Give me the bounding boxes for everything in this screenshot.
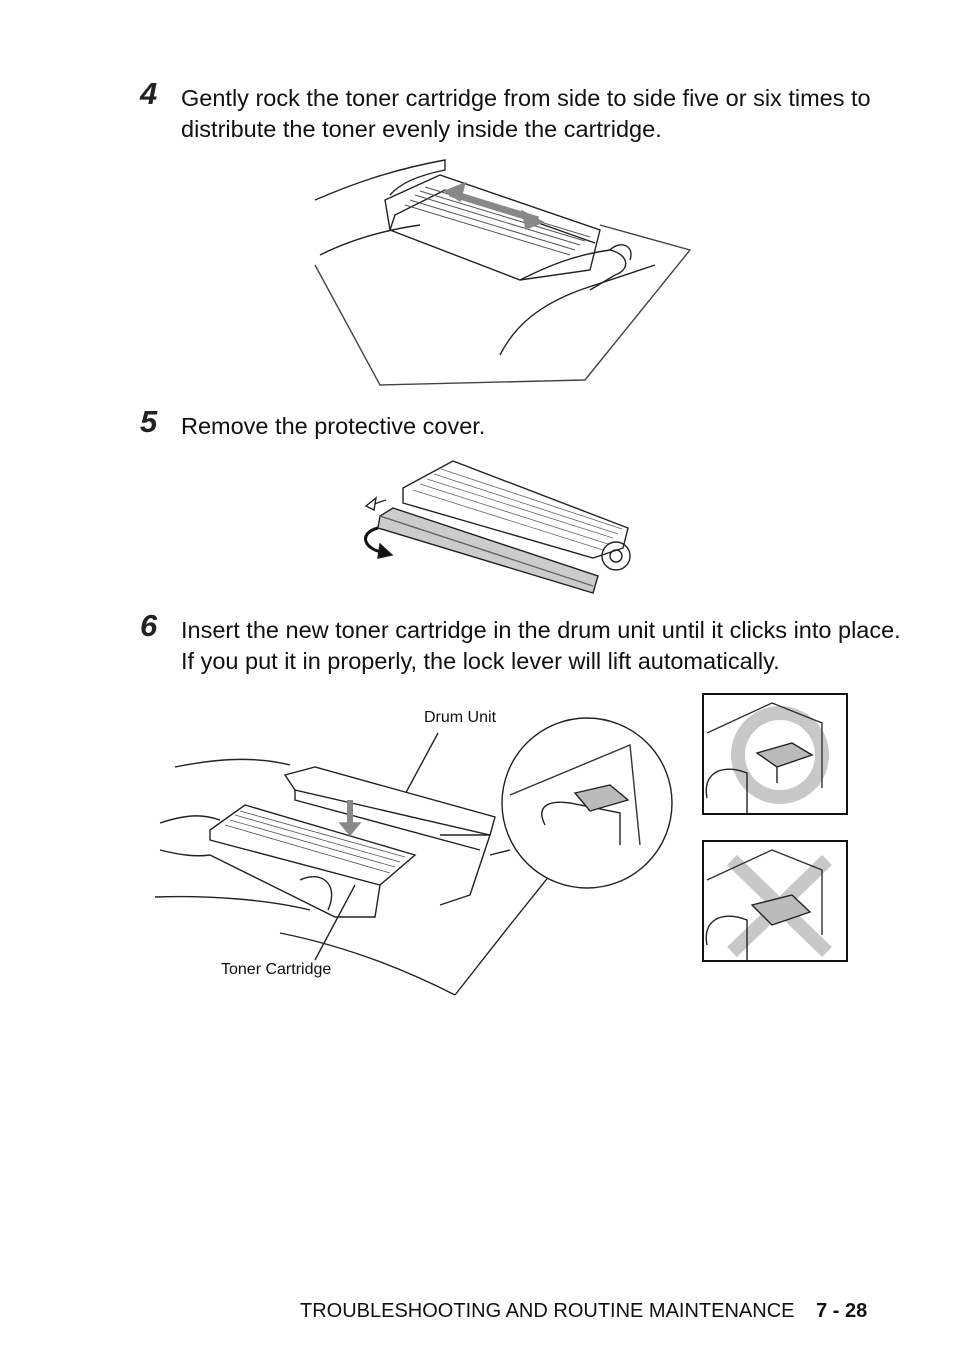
protective-cover-illustration bbox=[358, 458, 648, 598]
step-4-text: Gently rock the toner cartridge from sid… bbox=[181, 85, 871, 142]
step-6-text: Insert the new toner cartridge in the dr… bbox=[181, 617, 901, 674]
insert-cartridge-illustration bbox=[150, 705, 680, 1000]
step-6-number: 6 bbox=[140, 608, 158, 643]
page-number: 7 - 28 bbox=[816, 1300, 868, 1322]
rock-cartridge-illustration bbox=[310, 155, 695, 390]
incorrect-lock-lever-inset bbox=[702, 840, 848, 962]
step-5-text: Remove the protective cover. bbox=[181, 413, 486, 439]
toner-cartridge-label: Toner Cartridge bbox=[221, 961, 332, 978]
step-5-number: 5 bbox=[140, 404, 158, 439]
page-footer: TROUBLESHOOTING AND ROUTINE MAINTENANCE … bbox=[300, 1300, 867, 1323]
correct-lock-lever-inset bbox=[702, 693, 848, 815]
step-4-number: 4 bbox=[140, 76, 158, 111]
drum-unit-label: Drum Unit bbox=[424, 709, 497, 726]
footer-section-title: TROUBLESHOOTING AND ROUTINE MAINTENANCE bbox=[300, 1300, 795, 1322]
